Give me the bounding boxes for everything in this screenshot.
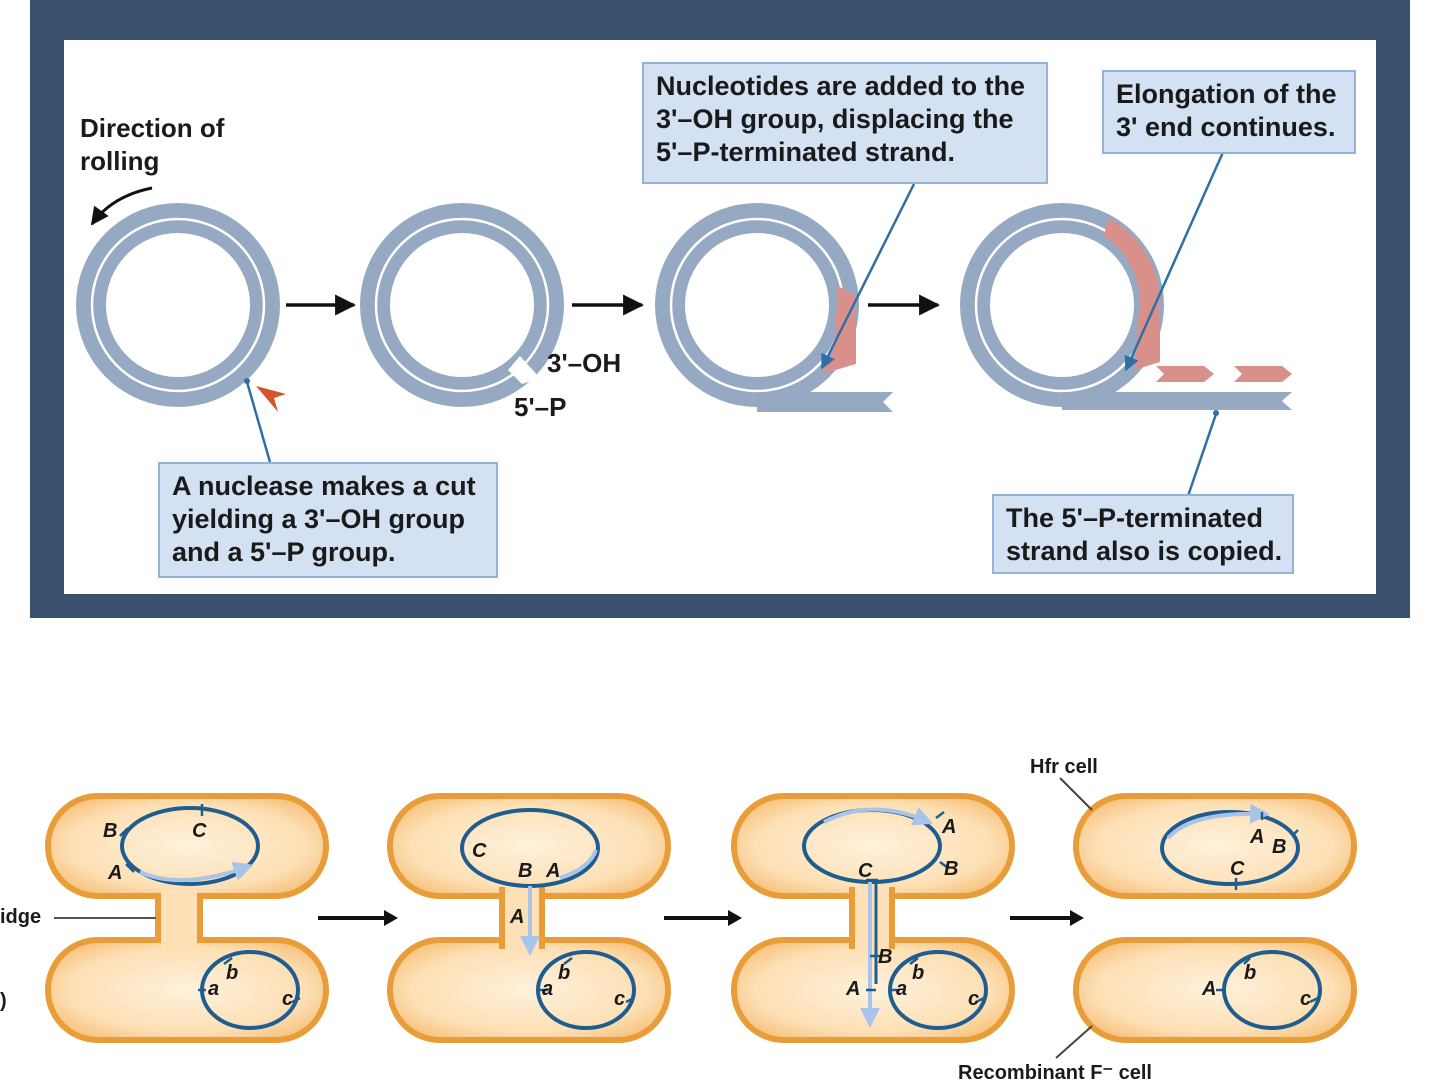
gene-label-B: B [944,858,959,880]
gene-label-B: B [878,946,893,968]
conjugation-stage-3 [731,793,1015,1043]
gene-ticks [119,804,1319,1004]
direction-arrow [90,186,153,226]
new-strand-segment [822,286,856,374]
three-prime-oh-label: 3'–OH [547,348,622,378]
fminus-chromosome-2 [536,950,636,1030]
gene-label-A: A [108,862,123,884]
gene-label-c: c [614,988,626,1010]
gene-label-A: A [846,978,861,1000]
gene-label-c: c [968,988,980,1010]
gene-label-A: A [942,816,957,838]
gene-label-b: b [226,962,239,984]
gene-label-C: C [472,840,487,862]
conjugation-diagram [45,777,1357,1059]
hfr-chromosome-4 [1160,810,1300,886]
circle-stage-2 [360,203,564,407]
gene-label-B: B [103,820,118,842]
nucleotides-callout: Nucleotides are added to the 3'–OH group… [642,62,1048,184]
gene-label-B: B [518,860,533,882]
mating-bridge-label: idge [0,906,42,928]
gene-label-A: A [510,906,525,928]
displaced-strand [757,392,893,412]
circle-stage-1 [76,203,280,407]
gene-label-c: c [282,988,294,1010]
recombinant-cell-4 [1073,937,1357,1043]
gene-label-A: A [1202,978,1217,1000]
transfer-strand-1 [139,861,254,883]
hfr-cell-label: Hfr cell [1030,756,1098,778]
displaced-strand-long [1062,392,1292,410]
gene-label-a: a [896,978,908,1000]
gene-label-a: a [542,978,554,1000]
nuclease-arrowhead-icon [256,386,286,412]
five-prime-p-label: 5'–P [514,392,567,422]
nuclease-callout: A nuclease makes a cut yielding a 3'–OH … [158,462,498,578]
copied-leader-line [1186,413,1218,497]
elongating-new-strand [1104,218,1160,370]
gene-label-C: C [1230,858,1245,880]
nuclease-leader-line [245,381,272,463]
copied-strand-callout: The 5'–P-terminated strand also is copie… [992,494,1294,574]
recombinant-pointer-line [1055,1025,1093,1059]
conjugation-stage-4 [1073,793,1357,1043]
hfr-chromosome-1 [120,806,260,886]
conjugation-stage-2 [387,793,671,1043]
circle-stage-3 [655,203,893,412]
gene-label-A: A [546,860,561,882]
gene-label-b: b [558,962,571,984]
circle-stage-4 [960,203,1292,410]
nucleotides-leader-line [820,183,916,370]
conjugation-stage-1 [45,793,329,1043]
copied-fragment-2 [1234,366,1292,382]
recombinant-cell-label: Recombinant F⁻ cell [958,1062,1152,1084]
gene-label-a: a [208,978,220,1000]
gene-label-b: b [912,962,925,984]
gene-label-b: b [1244,962,1257,984]
nick-gap [508,356,540,384]
gene-label-c: c [1300,988,1312,1010]
gene-label-A: A [1250,826,1265,848]
hfr-pointer-line [1059,777,1093,811]
gene-label-C: C [858,860,873,882]
gene-label-B: B [1272,836,1287,858]
copied-fragment-1 [1156,366,1214,382]
elongation-callout: Elongation of the 3' end continues. [1102,70,1356,154]
direction-of-rolling-label: Direction of rolling [80,113,225,176]
fminus-cell-label: ) [0,990,7,1012]
gene-label-C: C [192,820,207,842]
rolling-circle-diagram [76,149,1292,497]
elongation-leader-line [1124,149,1226,372]
